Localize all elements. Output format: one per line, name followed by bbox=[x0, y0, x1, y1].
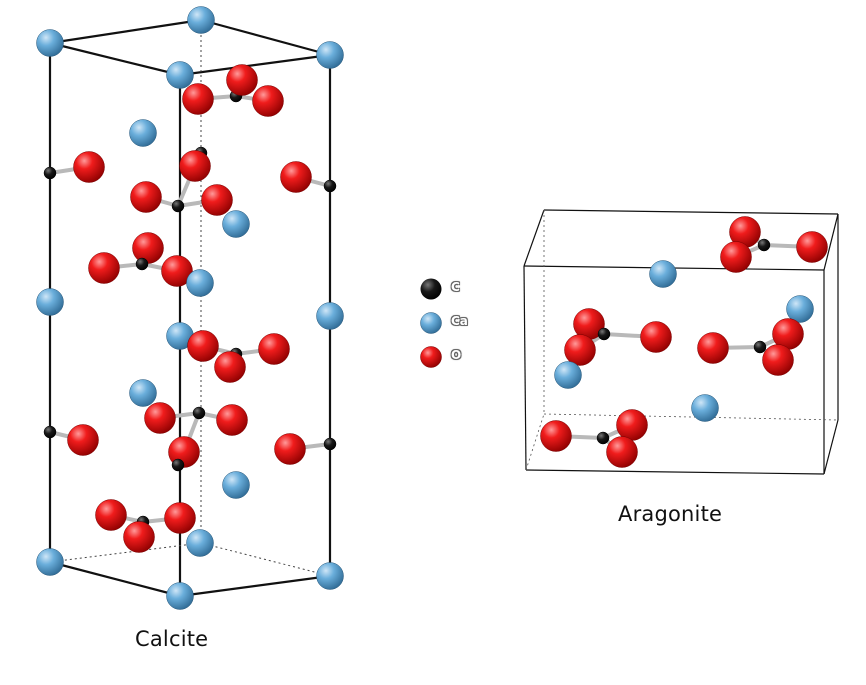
legend-label-calcium: Ca bbox=[451, 314, 468, 328]
legend-label-oxygen: O bbox=[451, 348, 462, 362]
calcium-atom bbox=[316, 562, 344, 590]
carbon-atom bbox=[323, 179, 337, 193]
carbon-atom bbox=[43, 425, 57, 439]
carbon-atom bbox=[323, 437, 337, 451]
oxygen-atom bbox=[182, 83, 214, 115]
calcium-atom bbox=[554, 361, 582, 389]
calcium-atom bbox=[222, 210, 250, 238]
aragonite-unit-cell bbox=[523, 209, 839, 475]
oxygen-atom bbox=[796, 231, 828, 263]
aragonite-atoms bbox=[540, 216, 828, 468]
calcium-atom bbox=[222, 471, 250, 499]
oxygen-atom bbox=[226, 64, 258, 96]
calcium-atom bbox=[129, 119, 157, 147]
carbon-atom bbox=[757, 238, 771, 252]
oxygen-atom bbox=[720, 241, 752, 273]
calcium-atom bbox=[129, 379, 157, 407]
oxygen-atom bbox=[73, 151, 105, 183]
calcium-atom bbox=[166, 582, 194, 610]
oxygen-atom bbox=[697, 332, 729, 364]
oxygen-atom bbox=[640, 321, 672, 353]
calcium-atom bbox=[36, 288, 64, 316]
oxygen-atom bbox=[67, 424, 99, 456]
carbon-atom bbox=[597, 327, 611, 341]
oxygen-atom bbox=[144, 402, 176, 434]
oxygen-atom bbox=[258, 333, 290, 365]
calcium-atom bbox=[186, 269, 214, 297]
aragonite-bonds bbox=[554, 230, 814, 454]
oxygen-atom bbox=[540, 420, 572, 452]
aragonite-caption: Aragonite bbox=[618, 502, 723, 526]
oxygen-atom bbox=[564, 334, 596, 366]
oxygen-atom bbox=[252, 85, 284, 117]
oxygen-atom bbox=[201, 184, 233, 216]
calcite-structure bbox=[36, 6, 344, 610]
oxygen-atom bbox=[88, 252, 120, 284]
legend-calcium-swatch bbox=[420, 312, 442, 334]
oxygen-atom bbox=[280, 161, 312, 193]
oxygen-atom bbox=[274, 433, 306, 465]
calcium-atom bbox=[187, 6, 215, 34]
calcium-atom bbox=[316, 41, 344, 69]
aragonite-structure bbox=[523, 209, 839, 475]
oxygen-atom bbox=[95, 499, 127, 531]
oxygen-atom bbox=[130, 181, 162, 213]
carbon-atom bbox=[171, 199, 185, 213]
calcium-atom bbox=[786, 295, 814, 323]
calcium-atom bbox=[36, 548, 64, 576]
oxygen-atom bbox=[164, 502, 196, 534]
carbon-atom bbox=[596, 431, 610, 445]
atom-legend bbox=[420, 278, 442, 368]
legend-oxygen-swatch bbox=[420, 346, 442, 368]
carbon-atom bbox=[135, 257, 149, 271]
calcium-atom bbox=[36, 29, 64, 57]
calcite-caption: Calcite bbox=[135, 627, 209, 651]
oxygen-atom bbox=[216, 404, 248, 436]
calcite-atoms bbox=[36, 6, 344, 610]
legend-carbon-swatch bbox=[420, 278, 442, 300]
oxygen-atom bbox=[179, 150, 211, 182]
oxygen-atom bbox=[762, 344, 794, 376]
legend-label-carbon: C bbox=[451, 280, 460, 294]
carbon-atom bbox=[753, 340, 767, 354]
calcite-bonds bbox=[48, 78, 332, 539]
oxygen-atom bbox=[187, 330, 219, 362]
oxygen-atom bbox=[161, 255, 193, 287]
calcium-atom bbox=[186, 529, 214, 557]
aragonite-hidden-edges bbox=[525, 210, 839, 471]
calcium-atom bbox=[691, 394, 719, 422]
calcium-atom bbox=[316, 302, 344, 330]
carbon-atom bbox=[43, 166, 57, 180]
oxygen-atom bbox=[123, 521, 155, 553]
carbon-atom bbox=[171, 458, 185, 472]
carbon-atom bbox=[192, 406, 206, 420]
oxygen-atom bbox=[132, 232, 164, 264]
oxygen-atom bbox=[606, 436, 638, 468]
oxygen-atom bbox=[616, 409, 648, 441]
calcium-atom bbox=[166, 61, 194, 89]
calcium-atom bbox=[649, 260, 677, 288]
oxygen-atom bbox=[214, 351, 246, 383]
